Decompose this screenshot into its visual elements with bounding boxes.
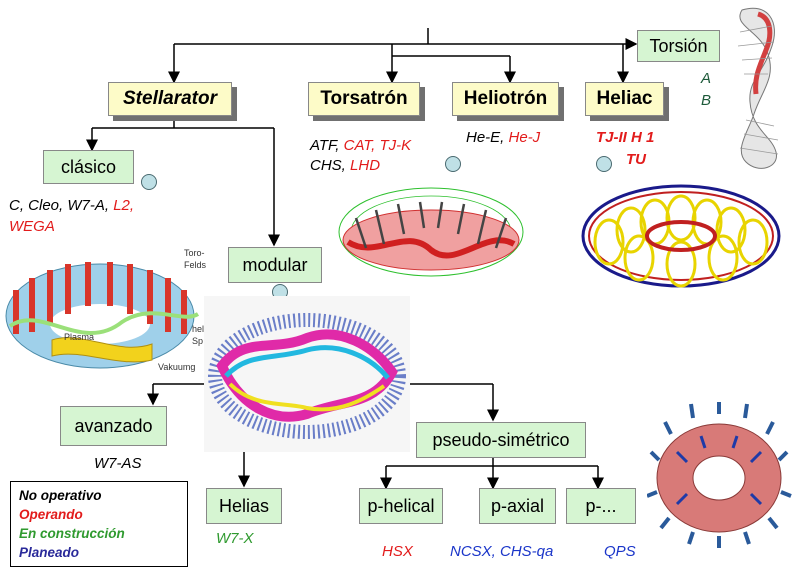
heliac-devices-2: TU <box>626 151 646 168</box>
stellarator-box: Stellarator <box>108 82 232 116</box>
marker-dot <box>141 174 157 190</box>
clasico-l2: L2, <box>113 197 135 214</box>
status-legend: No operativo Operando En construcción Pl… <box>10 481 188 567</box>
torsatron-box: Torsatrón <box>308 82 420 116</box>
quasi-symmetric-image <box>647 402 792 548</box>
heliac-label: Heliac <box>596 88 653 109</box>
legend-operando: Operando <box>19 507 83 522</box>
p-axial-devices: NCSX, CHS-qa <box>450 543 554 560</box>
heliotron-devices: He-E, He-J <box>466 129 540 146</box>
modular-label: modular <box>242 254 308 275</box>
heliotron-label: Heliotrón <box>463 88 548 109</box>
p-other-devices: QPS <box>604 543 636 560</box>
torsion-a-label: A <box>701 70 712 87</box>
legend-en-construccion: En construcción <box>19 526 125 541</box>
p-helical-box: p-helical <box>359 488 443 524</box>
p-other-label: p-... <box>585 495 617 516</box>
p-axial-box: p-axial <box>479 488 556 524</box>
helias-box: Helias <box>206 488 282 524</box>
marker-dot <box>596 156 612 172</box>
p-axial-label: p-axial <box>490 495 545 516</box>
heliac-box: Heliac <box>585 82 664 116</box>
marker-dot <box>445 156 461 172</box>
heliotron-box: Heliotrón <box>452 82 559 116</box>
pseudo-simetrico-box: pseudo-simétrico <box>416 422 586 458</box>
heliotron-he-e: He-E, <box>466 129 505 146</box>
modular-coils-image <box>204 296 410 452</box>
clasico-devices-2: WEGA <box>9 218 55 235</box>
torsatron-devices-1: ATF, CAT, TJ-K <box>310 137 411 154</box>
clasico-label: clásico <box>60 156 117 177</box>
pseudo-simetrico-label: pseudo-simétrico <box>432 429 570 450</box>
torsion-b-label: B <box>701 92 712 109</box>
torsion-box: Torsión <box>637 30 720 62</box>
avanzado-box: avanzado <box>60 406 167 446</box>
classic-stellarator-image: Toro- Felds Plasma hel Sp Vakuumg <box>5 248 207 372</box>
avanzado-label: avanzado <box>74 415 153 436</box>
torsatron-lhd: LHD <box>350 157 381 174</box>
legend-no-operativo: No operativo <box>19 488 102 503</box>
helias-devices: W7-X <box>216 530 254 547</box>
torsatron-cat-tjk: CAT, TJ-K <box>343 137 412 154</box>
twisted-band-image <box>737 7 779 169</box>
clasico-box: clásico <box>43 150 134 184</box>
hel-text: hel <box>192 324 204 334</box>
avanzado-devices: W7-AS <box>94 455 142 472</box>
heliac-coils-image <box>581 184 781 288</box>
torsion-label: Torsión <box>649 35 708 56</box>
plasma-text: Plasma <box>64 332 94 342</box>
heliac-devices-1: TJ-II H 1 <box>596 129 655 146</box>
clasico-c-cleo-w7a: C, Cleo, W7-A, <box>9 197 110 214</box>
torsatron-chs: CHS, <box>310 157 346 174</box>
sp-text: Sp <box>192 336 203 346</box>
legend-planeado: Planeado <box>19 545 80 560</box>
clasico-devices-1: C, Cleo, W7-A, L2, <box>9 197 134 214</box>
p-helical-label: p-helical <box>367 495 435 516</box>
modular-box: modular <box>228 247 322 283</box>
p-helical-devices: HSX <box>382 543 413 560</box>
heliotron-he-j: He-J <box>508 129 541 146</box>
toro-text: Toro- <box>184 248 205 258</box>
torsatron-label: Torsatrón <box>320 88 408 109</box>
torsatron-atf: ATF, <box>310 137 340 154</box>
vakuum-text: Vakuumg <box>158 362 195 372</box>
torsatron-coils-image <box>338 187 524 277</box>
felds-text: Felds <box>184 260 207 270</box>
torsatron-devices-2: CHS, LHD <box>310 157 380 174</box>
p-other-box: p-... <box>566 488 636 524</box>
helias-label: Helias <box>218 495 270 516</box>
stellarator-label: Stellarator <box>123 88 217 109</box>
